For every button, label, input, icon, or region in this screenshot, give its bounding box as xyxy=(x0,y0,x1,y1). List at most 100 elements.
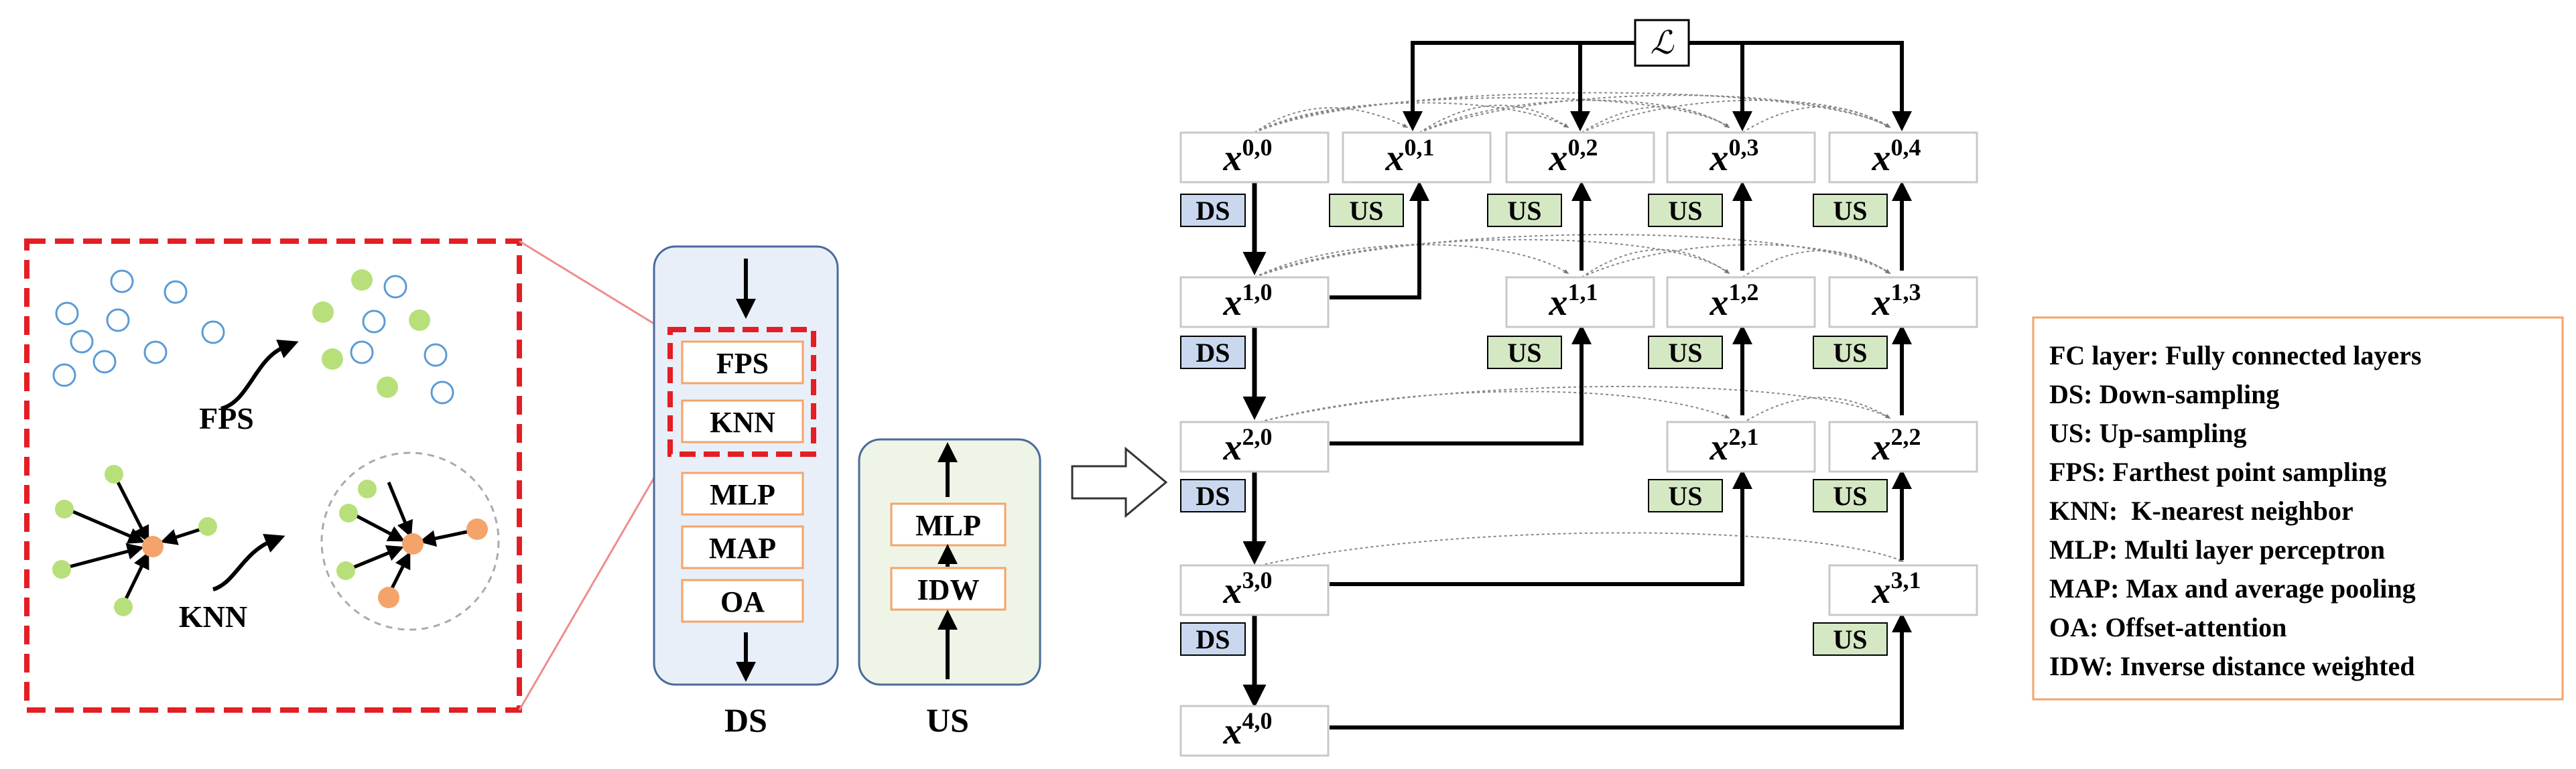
legend-frame xyxy=(2032,316,2564,701)
flow-arrow xyxy=(1071,446,1168,518)
node-x03 xyxy=(1666,131,1816,184)
node-x22 xyxy=(1828,421,1978,473)
legend-item: US: Up-sampling xyxy=(2049,418,2247,448)
node-x20-label: x2,0 xyxy=(1223,423,1273,468)
node-x03-label: x0,3 xyxy=(1710,134,1759,179)
node-x11-label: x1,1 xyxy=(1549,279,1598,324)
ds-tag-row3: DS xyxy=(1180,622,1246,656)
node-x04-label: x0,4 xyxy=(1872,134,1921,179)
input-points xyxy=(52,269,225,387)
node-x01-label: x0,1 xyxy=(1385,134,1435,179)
ds-step-map xyxy=(681,525,804,569)
us-tag-x11: US xyxy=(1487,336,1562,369)
node-x13-label: x1,3 xyxy=(1872,279,1921,324)
ds-tag-row1: DS xyxy=(1180,336,1246,369)
zoom-line-bottom xyxy=(518,449,671,711)
legend-item: MAP: Max and average pooling xyxy=(2049,573,2416,604)
us-step-idw-label: IDW xyxy=(917,573,980,606)
sampled-points xyxy=(312,269,454,405)
legend-item: KNN: K-nearest neighbor xyxy=(2049,496,2354,526)
node-x12 xyxy=(1666,276,1816,328)
legend: FC layer: Fully connected layers DS: Dow… xyxy=(2032,316,2564,701)
node-x02-label: x0,2 xyxy=(1549,134,1598,179)
node-x20 xyxy=(1179,421,1330,473)
knn-after xyxy=(320,451,500,631)
svg-text:US: US xyxy=(1349,196,1383,226)
us-tag-x03: US xyxy=(1648,194,1723,227)
ds-step-oa xyxy=(681,579,804,623)
legend-item: FPS: Farthest point sampling xyxy=(2049,457,2386,487)
svg-text:US: US xyxy=(1668,196,1702,226)
node-x30 xyxy=(1179,564,1330,616)
us-step-mlp xyxy=(890,502,1007,547)
node-x00 xyxy=(1179,131,1330,184)
us-step-mlp-label: MLP xyxy=(915,509,981,542)
ds-step-oa-label: OA xyxy=(720,585,765,618)
svg-text:DS: DS xyxy=(1196,481,1230,511)
node-x01 xyxy=(1342,131,1492,184)
legend-item: IDW: Inverse distance weighted xyxy=(2049,651,2415,681)
svg-text:US: US xyxy=(1833,338,1867,368)
us-tag-x22: US xyxy=(1813,479,1888,512)
node-x00-label: x0,0 xyxy=(1223,134,1273,179)
us-module: MLP IDW US xyxy=(858,438,1041,739)
ds-tag-row0: DS xyxy=(1180,194,1246,227)
node-x22-label: x2,2 xyxy=(1872,423,1921,468)
ds-step-fps-label: FPS xyxy=(716,347,769,380)
loss-box xyxy=(1634,19,1690,67)
fps-arrow xyxy=(220,339,299,411)
us-tag-x13: US xyxy=(1813,336,1888,369)
node-x40-label: x4,0 xyxy=(1223,707,1273,752)
node-x10-label: x1,0 xyxy=(1223,279,1273,324)
node-x02 xyxy=(1505,131,1655,184)
ds-step-knn xyxy=(681,399,804,443)
us-tag-x31: US xyxy=(1813,622,1888,656)
node-x11 xyxy=(1505,276,1655,328)
node-boxes xyxy=(1179,131,1978,757)
ds-tag-row2: DS xyxy=(1180,479,1246,512)
node-x13 xyxy=(1828,276,1978,328)
ds-sampling-group xyxy=(667,327,816,457)
node-x04 xyxy=(1828,131,1978,184)
node-x31 xyxy=(1828,564,1978,616)
svg-text:DS: DS xyxy=(1196,338,1230,368)
svg-text:US: US xyxy=(1668,481,1702,511)
legend-item: OA: Offset-attention xyxy=(2049,612,2287,642)
ds-step-knn-label: KNN xyxy=(710,406,775,439)
legend-item: MLP: Multi layer perceptron xyxy=(2049,535,2385,565)
knn-arrow xyxy=(212,533,285,591)
node-x30-label: x3,0 xyxy=(1223,567,1273,612)
us-step-idw xyxy=(890,567,1007,611)
ds-tags: DS DS DS DS xyxy=(1180,194,1246,656)
sampling-illustration: FPS xyxy=(24,238,522,713)
us-tag-x21: US xyxy=(1648,479,1723,512)
svg-text:US: US xyxy=(1507,196,1541,226)
sampling-frame xyxy=(24,238,522,713)
node-x31-label: x3,1 xyxy=(1872,567,1921,612)
node-x21-label: x2,1 xyxy=(1710,423,1759,468)
knn-label: KNN xyxy=(179,600,247,634)
ds-step-fps xyxy=(681,340,804,384)
svg-text:US: US xyxy=(1507,338,1541,368)
svg-text:US: US xyxy=(1833,624,1867,654)
us-tag-x01: US xyxy=(1329,194,1404,227)
us-tag-x02: US xyxy=(1487,194,1562,227)
node-x40 xyxy=(1179,705,1330,757)
ds-caption: DS xyxy=(724,701,767,739)
node-x12-label: x1,2 xyxy=(1710,279,1759,324)
ds-step-mlp-label: MLP xyxy=(710,478,775,511)
us-tag-x12: US xyxy=(1648,336,1723,369)
us-tags: US US US US US US US US US US xyxy=(1329,194,1888,656)
ds-step-map-label: MAP xyxy=(709,532,776,565)
loss-connections xyxy=(1403,41,1912,131)
fps-label: FPS xyxy=(199,401,254,435)
node-x21 xyxy=(1666,421,1816,473)
legend-item: DS: Down-sampling xyxy=(2049,379,2279,409)
skip-connections xyxy=(1254,92,1905,567)
zoom-line-top xyxy=(519,240,671,335)
svg-text:US: US xyxy=(1833,196,1867,226)
ds-module: FPS KNN MLP MAP OA DS xyxy=(653,245,839,739)
ds-step-mlp xyxy=(681,472,804,516)
network: ℒ xyxy=(1179,19,1978,757)
node-x10 xyxy=(1179,276,1330,328)
